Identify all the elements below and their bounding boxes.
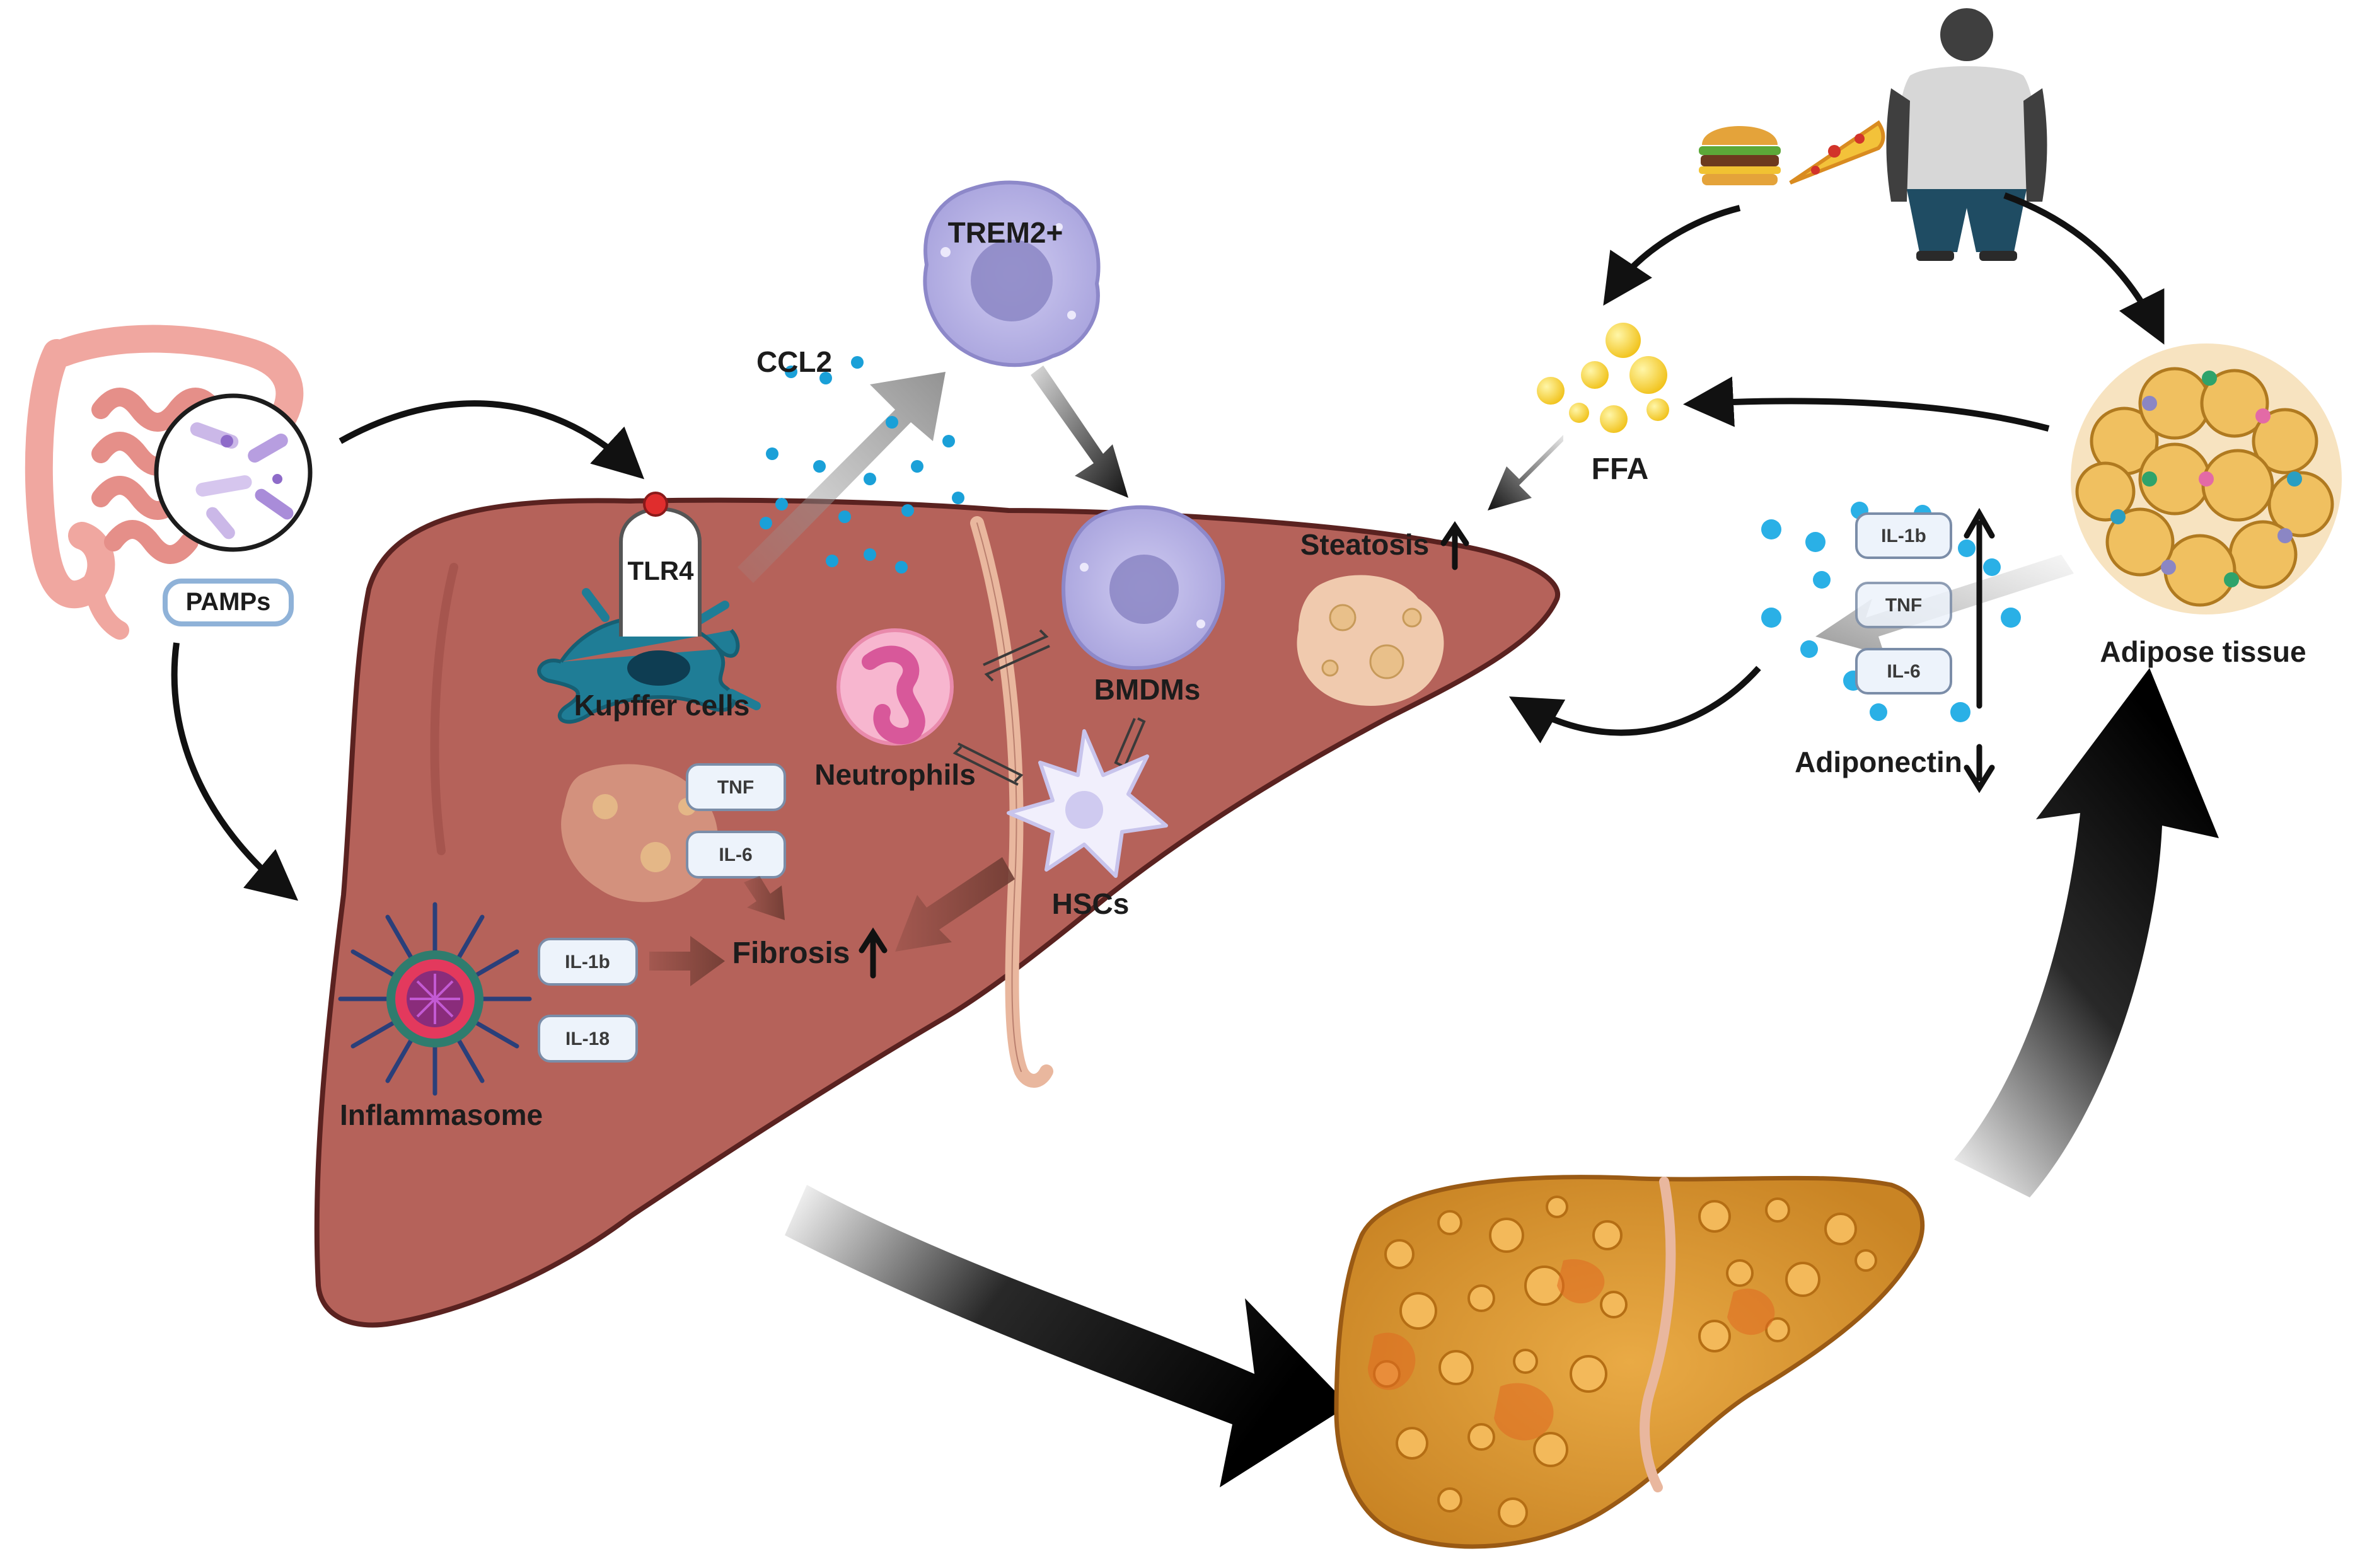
svg-text:TNF: TNF [717,777,754,798]
kupffer-cells-label: Kupffer cells [574,689,750,722]
svg-text:IL-1b: IL-1b [565,952,610,972]
ffa-to-liver-arrow [1488,435,1563,510]
liver-il6-box: IL-6 [686,831,786,879]
svg-text:TNF: TNF [1885,595,1922,616]
ffa-droplets [1537,323,1669,433]
inflammasome-to-fibrosis-arrow [649,936,725,986]
obese-person-icon [1886,8,2047,261]
fibrosis-label: Fibrosis [732,937,850,970]
fibrosis-lesion [561,764,718,902]
diet-to-ffa-arrow [1603,205,1741,306]
svg-text:IL-1b: IL-1b [1881,526,1926,546]
bmdms-label: BMDMs [1094,673,1201,706]
inflammasome-label: Inflammasome [340,1098,543,1131]
fatty-liver-to-adipose-arrow [1954,668,2219,1197]
steatosis-lesion [1297,575,1444,706]
pamps-label: PAMPs [186,588,271,616]
pizza-icon [1789,120,1885,185]
fatty-liver [1334,1175,1925,1549]
adipose-tissue-cluster [2071,343,2342,614]
svg-text:IL-18: IL-18 [565,1029,610,1049]
bmdm-macrophage [1062,505,1225,671]
gut-to-kupffer-arrow [338,400,645,480]
kupffer-cell [537,588,761,724]
trem2-label: TREM2+ [948,216,1063,249]
tlr4-label: TLR4 [628,556,695,585]
hscs-label: HSCs [1052,887,1130,920]
ffa-label: FFA [1592,453,1649,486]
burger-icon [1699,126,1781,185]
adipose-il6-box: IL-6 [1855,648,1952,695]
svg-text:IL-6: IL-6 [1887,661,1920,682]
ccl2-label: CCL2 [756,345,832,378]
neutrophils-label: Neutrophils [814,758,976,791]
cytokine-increase-arrow [1964,507,1995,709]
steatosis-increase-arrow [1440,521,1469,570]
adipose-to-ffa-arrow [1683,376,2050,432]
svg-text:IL-6: IL-6 [719,845,752,865]
gut-to-inflammasome-arrow [171,642,299,901]
neutrophil-hsc-interaction [952,742,1024,786]
adipose-tnf-box: TNF [1855,582,1952,628]
hsc-to-fibrosis-arrow [895,857,1015,952]
bmdm-hsc-interaction [1114,717,1146,767]
bacteria-magnifier [154,393,313,552]
ccl2-chemokine-dots [760,356,964,574]
neutrophil-bmdm-interaction [983,629,1050,682]
inflammasome-structure [338,902,532,1096]
adipose-il1b-box: IL-1b [1855,512,1952,559]
liver-il18-box: IL-18 [538,1015,638,1063]
adiponectin-label: Adiponectin [1795,746,1962,778]
hepatic-stellate-cell [1007,729,1168,878]
fibrotic-patches [1368,1259,1775,1441]
fibrosis-increase-arrow [859,927,888,979]
liver-tnf-box: TNF [686,763,786,811]
adipokines-to-liver-arrow [1508,666,1761,744]
adipose-immune-cells [2110,371,2302,587]
tlr4-receptor: TLR4 [619,492,702,637]
steatosis-label: Steatosis [1300,528,1430,561]
liver-il1b-box: IL-1b [538,938,638,986]
adiponectin-decrease-arrow [1964,744,1995,793]
obesity-to-adipose-arrow [2003,192,2165,345]
ligand-dot [643,492,668,517]
trem2-macrophage [923,180,1101,367]
neutrophil [836,628,954,746]
adipose-tissue-label: Adipose tissue [2100,635,2306,668]
liver-to-fatty-liver-arrow [785,1185,1349,1487]
cytokines-to-fibrosis-arrow [744,876,785,920]
trem2-to-bmdm-arrow [1031,366,1128,498]
pamps-label-badge: PAMPs [163,579,294,626]
